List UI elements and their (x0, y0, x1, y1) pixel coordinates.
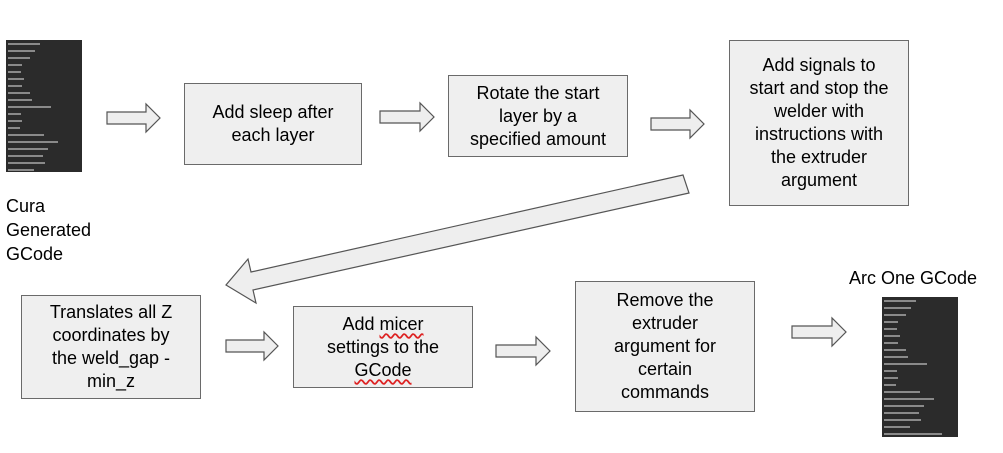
code-line (884, 398, 935, 400)
code-line (884, 377, 899, 379)
output-gcode-thumbnail-icon (882, 297, 958, 437)
input-caption: Cura Generated GCode (6, 196, 92, 264)
code-line (8, 71, 21, 73)
gcode-word: GCode (354, 359, 412, 380)
code-line (884, 426, 910, 428)
code-line (884, 314, 906, 316)
arrow-signals-to-translate (225, 174, 690, 305)
code-line (8, 127, 20, 129)
code-line (8, 99, 33, 101)
code-line (884, 300, 917, 302)
step-rotate-start-layer-text: Rotate the start layer by a specified am… (469, 82, 607, 149)
code-line (8, 120, 23, 122)
code-line (884, 384, 896, 386)
code-line (884, 328, 897, 330)
output-caption: Arc One GCode (849, 268, 978, 288)
code-line (8, 148, 48, 150)
arrow-remove-to-output (791, 316, 847, 348)
step-add-micer-settings-text: Add micer settings to the GCode (327, 313, 439, 382)
code-line (8, 85, 23, 87)
code-line (884, 335, 900, 337)
micer-word: micer (379, 313, 424, 334)
step-add-welder-signals-text: Add signals to start and stop the welder… (749, 55, 889, 190)
code-line (8, 50, 36, 52)
code-line (8, 169, 34, 171)
step-remove-extruder-arg: Remove the extruder argument for certain… (575, 281, 755, 412)
step-translate-z-text: Translates all Z coordinates by the weld… (49, 302, 173, 391)
step-remove-extruder-arg-text: Remove the extruder argument for certain… (613, 290, 717, 402)
code-line (884, 419, 922, 421)
code-line (8, 162, 46, 164)
code-line (884, 363, 928, 365)
arrow-rotate-to-signals (650, 108, 705, 140)
code-line (8, 113, 21, 115)
code-line (8, 64, 23, 66)
code-line (884, 356, 909, 358)
code-line (884, 391, 920, 393)
input-gcode-thumbnail-icon (6, 40, 82, 172)
step-rotate-start-layer: Rotate the start layer by a specified am… (448, 75, 628, 157)
step-translate-z: Translates all Z coordinates by the weld… (21, 295, 201, 399)
step-add-welder-signals: Add signals to start and stop the welder… (729, 40, 909, 206)
code-line (884, 342, 899, 344)
code-line (884, 370, 897, 372)
arrow-micer-to-remove (495, 335, 551, 367)
code-line (8, 141, 59, 143)
code-line (884, 433, 942, 435)
arrow-sleep-to-rotate (379, 101, 435, 133)
code-line (8, 155, 43, 157)
micer-post: settings to the (326, 336, 440, 357)
code-line (884, 307, 912, 309)
code-line (8, 134, 44, 136)
code-line (884, 412, 919, 414)
arrow-translate-to-micer (225, 330, 279, 362)
code-line (8, 92, 30, 94)
step-add-micer-settings: Add micer settings to the GCode (293, 306, 473, 388)
code-line (8, 78, 24, 80)
code-line (8, 57, 30, 59)
micer-pre: Add (342, 313, 380, 334)
step-add-sleep: Add sleep after each layer (184, 83, 362, 165)
arrow-input-to-sleep (106, 102, 161, 134)
step-add-sleep-text: Add sleep after each layer (212, 102, 334, 145)
code-line (8, 106, 52, 108)
code-line (8, 43, 41, 45)
code-line (884, 349, 906, 351)
code-line (884, 405, 924, 407)
code-line (884, 321, 899, 323)
